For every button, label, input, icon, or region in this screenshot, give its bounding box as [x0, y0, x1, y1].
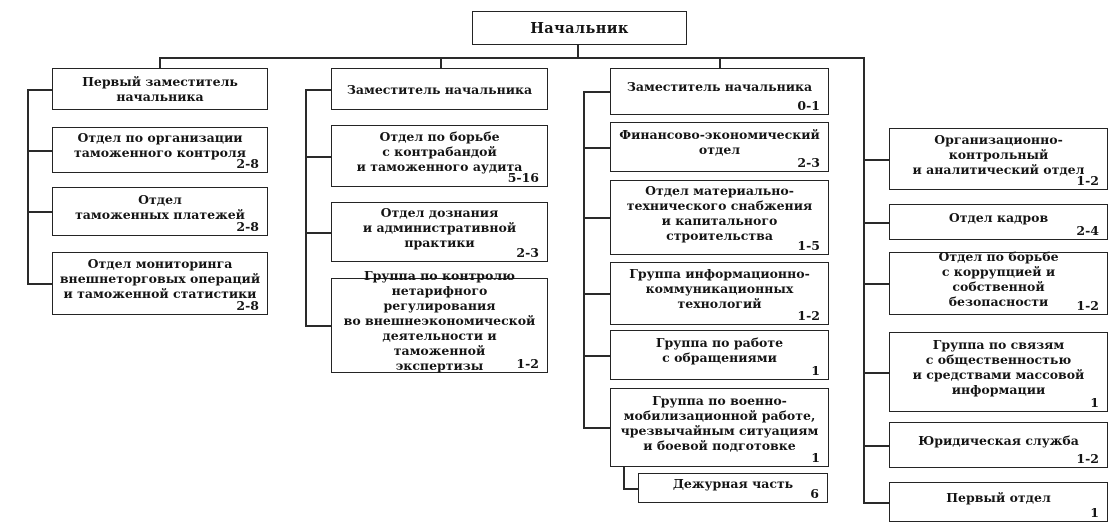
staff-count: 2-8 — [236, 298, 259, 313]
staff-count: 1-2 — [797, 308, 820, 323]
staff-count: 2-3 — [516, 245, 539, 260]
staff-count: 1-5 — [797, 238, 820, 253]
connector-col4-stub-2 — [863, 222, 889, 224]
staff-count: 2-4 — [1076, 223, 1099, 238]
org-unit-title: Отдел мониторинга внешнеторговых операци… — [59, 256, 261, 301]
box-public-relations-group: Группа по связям с общественностью и сре… — [889, 332, 1108, 412]
org-unit-title: Отдел по борьбе с контрабандой и таможен… — [356, 128, 523, 174]
staff-count: 1-2 — [1076, 451, 1099, 466]
box-first-dept: Первый отдел 1 — [889, 482, 1108, 522]
staff-count: 1-2 — [1076, 298, 1099, 313]
staff-count: 0-1 — [797, 98, 820, 113]
box-chief: Начальник — [472, 11, 687, 45]
org-unit-title: Заместитель начальника — [626, 79, 813, 94]
staff-count: 1 — [1090, 505, 1099, 520]
box-logistics-capital-construction-dept: Отдел материально- технического снабжени… — [610, 180, 829, 255]
staff-count: 2-8 — [236, 156, 259, 171]
connector-col2-spine — [305, 89, 307, 326]
box-military-mobilization-group: Группа по военно- мобилизационной работе… — [610, 388, 829, 467]
box-customs-control-org-dept: Отдел по организации таможенного контрол… — [52, 127, 268, 173]
box-duty-unit: Дежурная часть 6 — [638, 473, 828, 503]
box-hr-dept: Отдел кадров 2-4 — [889, 204, 1108, 240]
connector-col1-stub-4 — [27, 283, 52, 285]
box-customs-payments-dept: Отдел таможенных платежей 2-8 — [52, 187, 268, 236]
box-legal-service: Юридическая служба 1-2 — [889, 422, 1108, 468]
box-nontariff-regulation-group: Группа по контролю нетарифного регулиров… — [331, 268, 548, 373]
org-unit-title: Отдел материально- технического снабжени… — [626, 182, 813, 243]
org-unit-title: Группа по военно- мобилизационной работе… — [620, 392, 819, 453]
org-unit-title: Отдел по организации таможенного контрол… — [74, 130, 246, 160]
staff-count: 2-3 — [797, 155, 820, 170]
connector-col3-stub-1 — [583, 91, 610, 93]
org-unit-title: Группа по связям с общественностью и сре… — [912, 337, 1085, 397]
org-unit-title: Группа по контролю нетарифного регулиров… — [343, 268, 536, 373]
box-foreign-trade-monitoring-dept: Отдел мониторинга внешнеторговых операци… — [52, 252, 268, 315]
connector-col1-spine — [27, 89, 29, 284]
org-unit-title: Отдел таможенных платежей — [75, 191, 245, 222]
connector-col2-stub-1 — [305, 89, 331, 91]
connector-col3-stub-2 — [583, 147, 610, 149]
connector-col1-stub-2 — [27, 150, 52, 152]
box-inquiry-admin-practice-dept: Отдел дознания и административной практи… — [331, 202, 548, 262]
org-unit-title: Отдел по борьбе с коррупцией и собственн… — [938, 248, 1059, 309]
org-unit-title: Отдел кадров — [948, 209, 1049, 225]
box-org-control-analytics-dept: Организационно- контрольный и аналитичес… — [889, 128, 1108, 190]
org-unit-title: Юридическая служба — [918, 432, 1079, 448]
org-unit-title: Отдел дознания и административной практи… — [362, 204, 517, 250]
org-unit-title: Первый заместитель начальника — [82, 74, 238, 104]
org-unit-title: Первый отдел — [946, 489, 1051, 505]
staff-count: 1-2 — [1076, 173, 1099, 188]
connector-col1-stub-1 — [27, 89, 52, 91]
connector-col3-stub-6 — [583, 427, 610, 429]
box-anti-smuggling-audit-dept: Отдел по борьбе с контрабандой и таможен… — [331, 125, 548, 187]
org-unit-title: Организационно- контрольный и аналитичес… — [912, 131, 1085, 177]
connector-col2-stub-2 — [305, 156, 331, 158]
connector-col2-drop — [440, 57, 442, 68]
staff-count: 1 — [811, 363, 820, 378]
staff-count: 5-16 — [507, 170, 539, 185]
org-unit-title: Дежурная часть — [672, 475, 794, 491]
box-anti-corruption-dept: Отдел по борьбе с коррупцией и собственн… — [889, 249, 1108, 315]
connector-col4-stub-3 — [863, 283, 889, 285]
staff-count: 2-8 — [236, 219, 259, 234]
connector-col1-stub-3 — [27, 211, 52, 213]
box-appeals-group: Группа по работе с обращениями 1 — [610, 330, 829, 380]
connector-col4-stub-4 — [863, 372, 889, 374]
connector-col2-stub-4 — [305, 325, 331, 327]
org-unit-title: Финансово-экономический отдел — [619, 127, 820, 157]
connector-col3-stub-4 — [583, 293, 610, 295]
connector-col3-stub-5 — [583, 355, 610, 357]
box-first-deputy-chief: Первый заместитель начальника — [52, 68, 268, 110]
box-deputy-chief-2: Заместитель начальника 0-1 — [610, 68, 829, 115]
staff-count: 6 — [810, 486, 819, 501]
connector-col2-stub-3 — [305, 232, 331, 234]
connector-top-rail — [159, 57, 864, 59]
connector-col3-drop — [719, 57, 721, 68]
box-deputy-chief-1: Заместитель начальника — [331, 68, 548, 110]
connector-duty-unit-drop — [623, 467, 625, 489]
connector-col3-spine — [583, 91, 585, 428]
org-unit-title: Заместитель начальника — [346, 81, 533, 97]
connector-col4-stub-6 — [863, 502, 889, 504]
connector-col4-stub-1 — [863, 159, 889, 161]
connector-col4-stub-5 — [863, 445, 889, 447]
org-unit-title: Группа по работе с обращениями — [655, 335, 784, 365]
connector-col1-drop — [159, 57, 161, 68]
staff-count: 1-2 — [516, 356, 539, 371]
box-ict-group: Группа информационно- коммуникационных т… — [610, 262, 829, 325]
org-unit-title: Начальник — [530, 19, 629, 37]
connector-col3-stub-3 — [583, 217, 610, 219]
box-finance-economic-dept: Финансово-экономический отдел 2-3 — [610, 122, 829, 172]
staff-count: 1 — [1090, 395, 1099, 410]
connector-duty-unit-stub — [623, 488, 638, 490]
org-unit-title: Группа информационно- коммуникационных т… — [629, 266, 810, 311]
connector-root-drop — [577, 45, 579, 57]
staff-count: 1 — [811, 450, 820, 465]
connector-col4-spine — [863, 57, 865, 503]
